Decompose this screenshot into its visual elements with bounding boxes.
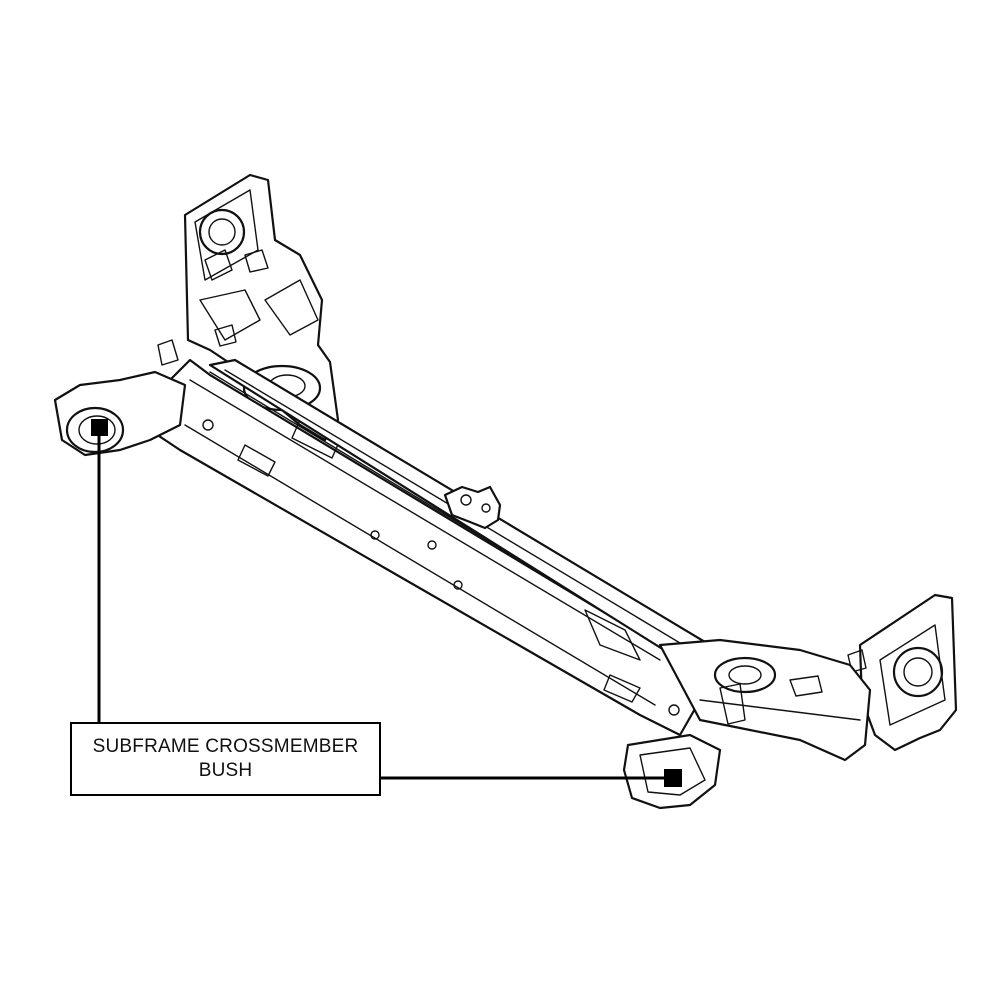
center-bracket bbox=[443, 485, 502, 530]
callout-label-box: SUBFRAME CROSSMEMBER BUSH bbox=[70, 722, 381, 796]
callout-label-line-2: BUSH bbox=[198, 760, 253, 781]
main-beam bbox=[148, 358, 702, 737]
right-bush-marker bbox=[664, 769, 682, 787]
right-crossmember-section bbox=[658, 638, 872, 762]
callout-label-line-1: SUBFRAME CROSSMEMBER bbox=[92, 736, 359, 757]
left-bush-arm bbox=[53, 370, 187, 457]
left-bush-marker bbox=[91, 419, 108, 436]
